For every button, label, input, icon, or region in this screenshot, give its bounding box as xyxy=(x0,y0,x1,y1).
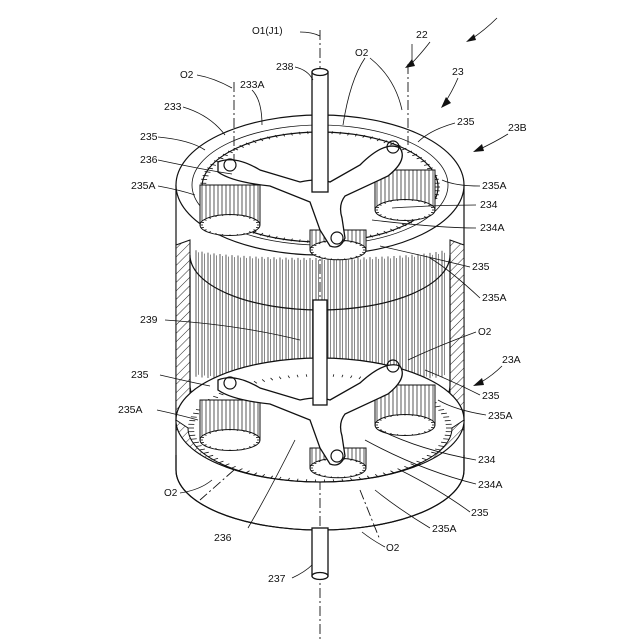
label-238: 238 xyxy=(276,61,294,73)
label-23: 23 xyxy=(452,66,464,78)
label-o2-top-right: O2 xyxy=(355,48,369,59)
input-shaft-238 xyxy=(312,69,328,193)
label-234a-bottom: 234A xyxy=(478,479,503,491)
label-234-bottom: 234 xyxy=(478,454,496,466)
label-22: 22 xyxy=(416,29,428,41)
label-235a-bottom: 235A xyxy=(432,523,457,535)
label-235-bottom-left: 235 xyxy=(131,369,149,381)
label-236-top: 236 xyxy=(140,154,158,166)
label-239: 239 xyxy=(140,314,158,326)
label-23a: 23A xyxy=(502,354,521,366)
label-234-top: 234 xyxy=(480,199,498,211)
label-233a: 233A xyxy=(240,79,265,91)
label-234a-top: 234A xyxy=(480,222,505,234)
label-236-bottom: 236 xyxy=(214,532,232,544)
label-233: 233 xyxy=(164,101,182,113)
label-o2-right-mid: O2 xyxy=(478,327,492,338)
label-o2-bottom-mid: O2 xyxy=(386,543,400,554)
label-235a-mid: 235A xyxy=(482,292,507,304)
label-235-mid: 235 xyxy=(472,261,490,273)
label-237: 237 xyxy=(268,573,286,585)
label-235a-top-left: 235A xyxy=(131,180,156,192)
label-235a-bottom-right: 235A xyxy=(488,410,513,422)
label-235a-bottom-left: 235A xyxy=(118,404,143,416)
label-235-top-right: 235 xyxy=(457,116,475,128)
label-235-top-left: 235 xyxy=(140,131,158,143)
label-23b: 23B xyxy=(508,122,527,134)
output-shaft-237 xyxy=(312,528,328,580)
label-o2-bottom-left: O2 xyxy=(164,488,178,499)
label-235-bottom: 235 xyxy=(471,507,489,519)
label-235a-top-right: 235A xyxy=(482,180,507,192)
label-axis-main: O1(J1) xyxy=(252,26,283,37)
label-235-bottom-right: 235 xyxy=(482,390,500,402)
middle-shaft xyxy=(313,300,327,405)
label-o2-top-left: O2 xyxy=(180,70,194,81)
